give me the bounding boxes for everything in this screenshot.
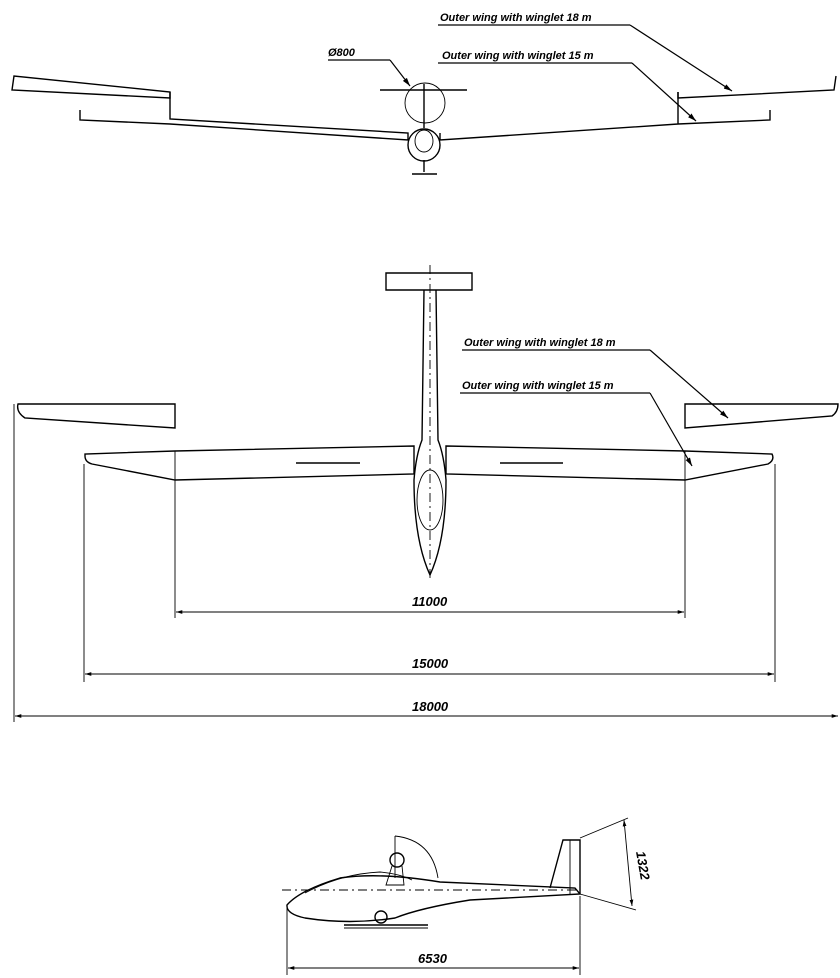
front-view: Outer wing with winglet 18 m Outer wing … [11, 12, 837, 175]
front-right-wing-15m [439, 92, 771, 141]
side-fuselage [286, 875, 582, 923]
front-propeller-disc [404, 82, 446, 124]
dim-line-1322 [622, 819, 634, 907]
front-label-prop-diameter: Ø800 [328, 47, 356, 59]
top-view: Outer wing with winglet 18 m Outer wing … [13, 265, 839, 722]
front-label-winglet-18m: Outer wing with winglet 18 m [440, 12, 592, 24]
front-canopy [414, 129, 434, 153]
side-vertical-fin [549, 839, 581, 894]
dim-label-15000: 15000 [412, 656, 449, 671]
front-right-outer-wing-18m [677, 75, 837, 99]
top-left-wing-15m [84, 445, 415, 481]
side-main-wheel [374, 910, 388, 924]
side-propeller-arc [394, 835, 439, 879]
top-fuselage [413, 289, 447, 577]
side-canopy [304, 871, 413, 894]
top-horizontal-tail [385, 272, 473, 291]
front-left-wing-15m [79, 92, 409, 141]
front-fuselage-section [407, 128, 441, 162]
side-pilot-head [389, 852, 405, 868]
side-pilot-body [385, 865, 405, 886]
dim-label-11000: 11000 [412, 594, 448, 609]
top-canopy [416, 469, 444, 531]
dim-label-6530: 6530 [418, 951, 448, 966]
dim-label-18000: 18000 [412, 699, 449, 714]
front-left-outer-wing-18m [11, 75, 171, 99]
top-left-outer-wing-18m [16, 403, 176, 429]
front-label-winglet-15m: Outer wing with winglet 15 m [442, 50, 594, 62]
top-right-wing-15m [445, 445, 774, 481]
top-right-outer-wing-18m [684, 403, 839, 429]
dim-label-1322: 1322 [633, 850, 653, 882]
top-label-winglet-15m: Outer wing with winglet 15 m [462, 380, 614, 392]
top-label-winglet-18m: Outer wing with winglet 18 m [464, 337, 616, 349]
side-view: 1322 6530 [282, 817, 653, 975]
